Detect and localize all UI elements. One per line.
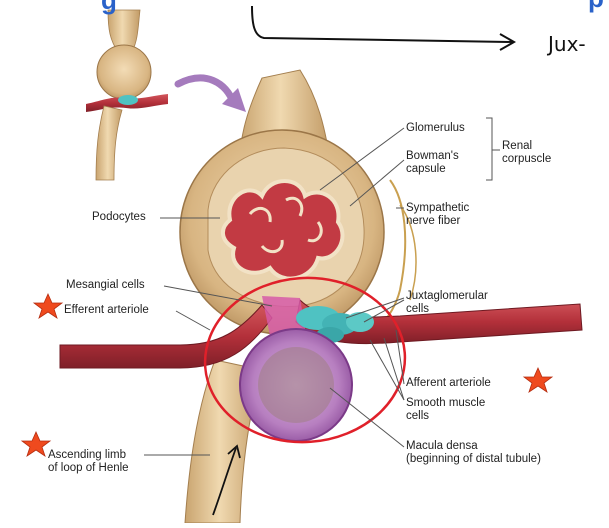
handwritten-note: Jux- bbox=[548, 32, 586, 56]
label-ascending-limb-line2: of loop of Henle bbox=[48, 462, 129, 474]
title-fragment-left: g bbox=[101, 0, 117, 15]
label-afferent-arteriole: Afferent arteriole bbox=[406, 377, 491, 389]
tubule-lumen bbox=[258, 347, 334, 423]
handwritten-arrow-head bbox=[499, 33, 517, 51]
mesangial-cells bbox=[262, 296, 306, 336]
star-icon bbox=[32, 293, 64, 319]
star-icon bbox=[522, 367, 554, 393]
annotation-circle bbox=[203, 276, 407, 444]
star-icon bbox=[20, 431, 52, 457]
label-juxtaglomerular-line2: cells bbox=[406, 303, 430, 315]
glomerulus-tuft bbox=[221, 179, 345, 281]
label-macula-densa-line1: Macula densa bbox=[406, 440, 478, 452]
leader-lines bbox=[144, 117, 500, 456]
label-macula-densa-line2: (beginning of distal tubule) bbox=[406, 453, 541, 465]
sympathetic-nerve-branch bbox=[399, 204, 417, 301]
label-efferent-arteriole: Efferent arteriole bbox=[64, 304, 149, 316]
label-renal-corpuscle-line2: corpuscle bbox=[502, 153, 552, 165]
curved-arrow-head bbox=[222, 88, 246, 112]
label-sympathetic-line2: nerve fiber bbox=[406, 215, 461, 227]
juxtaglomerular-cells bbox=[296, 306, 374, 343]
label-ascending-limb-line1: Ascending limb bbox=[48, 449, 126, 461]
label-smooth-muscle-line2: cells bbox=[406, 410, 430, 422]
title-fragment-right: p bbox=[588, 0, 604, 14]
label-bowmans-capsule-line2: capsule bbox=[406, 163, 446, 175]
curved-arrow bbox=[174, 74, 238, 108]
inset-thumbnail bbox=[86, 9, 168, 181]
handwritten-bracket bbox=[251, 5, 513, 43]
handwritten-pointer-head bbox=[227, 444, 241, 459]
label-renal-corpuscle-line1: Renal bbox=[502, 140, 533, 152]
label-bowmans-capsule-line1: Bowman's bbox=[406, 150, 459, 162]
handwritten-pointer bbox=[212, 447, 237, 516]
label-glomerulus: Glomerulus bbox=[406, 122, 465, 134]
label-sympathetic-line1: Sympathetic bbox=[406, 202, 470, 214]
label-podocytes: Podocytes bbox=[92, 211, 146, 223]
label-mesangial-cells: Mesangial cells bbox=[66, 279, 145, 291]
label-smooth-muscle-line1: Smooth muscle bbox=[406, 397, 486, 409]
label-juxtaglomerular-line1: Juxtaglomerular bbox=[406, 290, 488, 302]
